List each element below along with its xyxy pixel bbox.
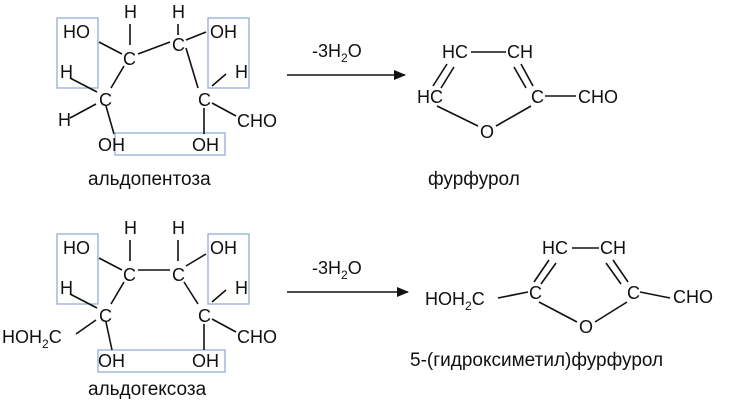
- reagent-label: -3H2O: [312, 258, 362, 282]
- reactant-name-aldohexose: альдогексоза: [88, 379, 207, 400]
- bond: [69, 77, 98, 93]
- atom-label: CHO: [237, 111, 277, 131]
- atom-label: C: [172, 35, 185, 55]
- atom-label: CH: [600, 238, 626, 258]
- bond: [69, 293, 98, 309]
- bond: [98, 41, 123, 55]
- atom-label: C: [531, 87, 544, 107]
- atom-label: HC: [442, 42, 468, 62]
- bond: [69, 103, 97, 119]
- product-name-hmf: 5-(гидроксиметил)фурфурол: [410, 350, 663, 371]
- bond: [185, 253, 207, 267]
- bond: [605, 262, 622, 285]
- atom-label: H: [172, 218, 185, 238]
- atom-label: H: [124, 2, 137, 22]
- hydroxyl-box-bottom: [114, 132, 226, 156]
- atom-label: HO: [63, 238, 90, 258]
- reagent-label: -3H2O: [312, 41, 362, 65]
- bond: [183, 281, 199, 305]
- atom-label: HOH2C: [2, 327, 62, 351]
- aldopentose-structure: HO H H OH C C H H C C H CHO OH OH: [56, 2, 277, 156]
- bond: [211, 102, 237, 117]
- bond: [211, 318, 237, 333]
- product-name-furfural: фурфурол: [428, 169, 520, 190]
- atom-label: CH: [507, 42, 533, 62]
- hydroxyl-box-right: [207, 233, 250, 305]
- bond: [540, 262, 557, 285]
- bond: [211, 73, 227, 87]
- bond: [513, 66, 527, 89]
- atom-label: C: [198, 306, 211, 326]
- atom-label: C: [529, 283, 542, 303]
- atom-label: O: [579, 317, 593, 337]
- atom-label: C: [172, 265, 185, 285]
- atom-label: HO: [63, 22, 90, 42]
- bond: [533, 259, 550, 283]
- bond: [137, 41, 171, 55]
- atom-label: CHO: [578, 87, 618, 107]
- atom-label: H: [60, 62, 73, 82]
- atom-label: H: [60, 278, 73, 298]
- atom-label: OH: [98, 135, 125, 155]
- hydroxyl-box-left: [56, 233, 99, 305]
- atom-label: H: [235, 62, 248, 82]
- hydroxyl-box-bottom: [97, 349, 226, 373]
- atom-label: CHO: [237, 327, 277, 347]
- atom-label: H: [172, 2, 185, 22]
- bond: [432, 63, 448, 87]
- atom-label: C: [123, 49, 136, 69]
- bond: [639, 291, 671, 299]
- reaction-arrow-1: -3H2O: [287, 41, 406, 80]
- furfural-structure: HC CH HC C O CHO: [417, 42, 618, 142]
- bond: [75, 319, 97, 335]
- atom-label: C: [99, 90, 112, 110]
- bond: [185, 31, 207, 41]
- atom-label: O: [480, 122, 494, 142]
- bond: [105, 105, 115, 135]
- atom-label: C: [123, 265, 136, 285]
- bond: [211, 289, 227, 303]
- hydroxyl-box-left: [56, 17, 99, 89]
- bond: [497, 291, 529, 299]
- bond: [594, 301, 628, 323]
- bond: [495, 105, 532, 127]
- atom-label: CHO: [673, 287, 713, 307]
- atom-label: C: [198, 90, 211, 110]
- atom-label: OH: [210, 22, 237, 42]
- bond: [98, 257, 123, 271]
- bond: [436, 105, 479, 127]
- hydroxymethylfurfural-structure: HC CH HOH2C C C O CHO: [425, 238, 713, 337]
- atom-label: OH: [210, 238, 237, 258]
- bond: [105, 321, 113, 351]
- bond: [538, 301, 578, 323]
- bond: [185, 47, 199, 89]
- bond: [110, 65, 125, 89]
- bond: [110, 281, 125, 305]
- atom-label: OH: [192, 135, 219, 155]
- atom-label: HC: [417, 87, 443, 107]
- atom-label: H: [58, 110, 71, 130]
- atom-label: H: [235, 278, 248, 298]
- atom-label: C: [627, 283, 640, 303]
- aldohexose-structure: HO H H OH C C H H C C HOH2C CHO OH OH: [2, 218, 277, 373]
- bond: [520, 63, 534, 87]
- reactant-name-aldopentose: альдопентоза: [88, 169, 211, 190]
- atom-label: C: [99, 306, 112, 326]
- atom-label: HC: [542, 238, 568, 258]
- reaction-arrow-2: -3H2O: [287, 258, 409, 297]
- bond: [612, 259, 629, 283]
- hydroxyl-box-right: [207, 17, 250, 89]
- atom-label: OH: [98, 351, 125, 371]
- atom-label: H: [124, 218, 137, 238]
- bond: [440, 66, 455, 89]
- atom-label: OH: [192, 351, 219, 371]
- atom-label: HOH2C: [425, 289, 485, 313]
